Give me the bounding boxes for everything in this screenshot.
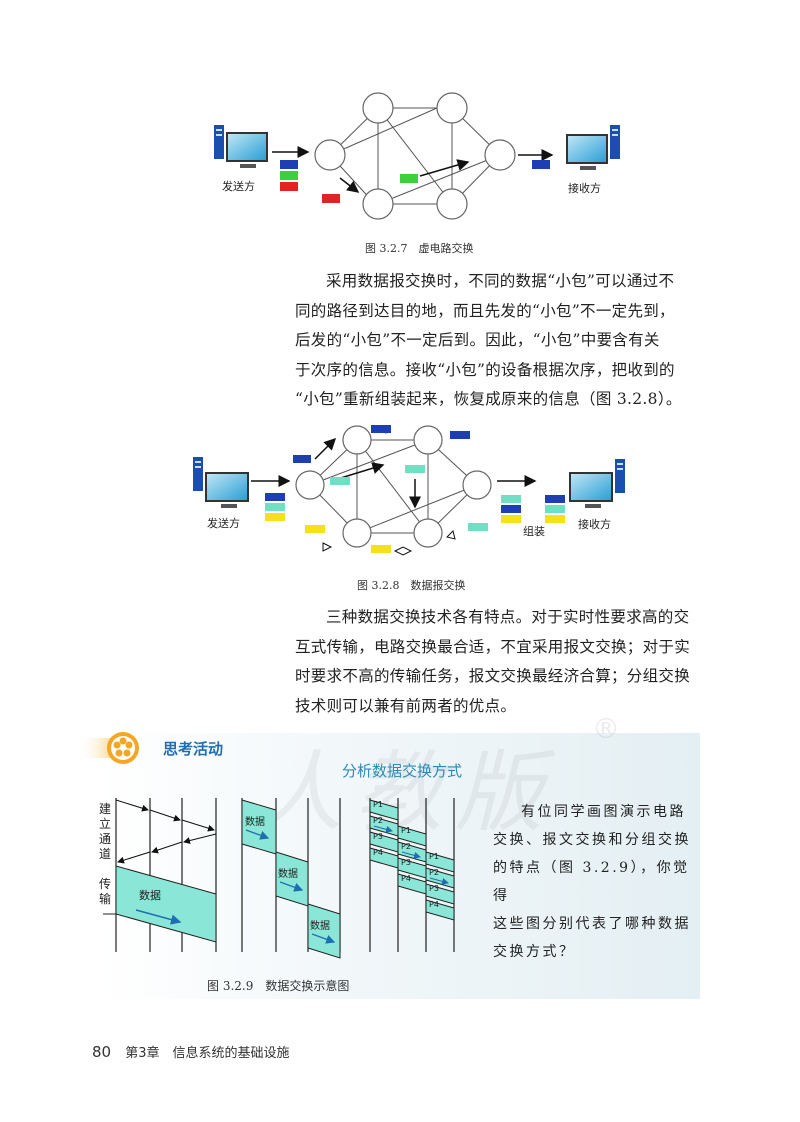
paragraph-line: 互式传输，电路交换最合适，不宜采用报文交换；对于实	[295, 637, 691, 656]
network-nodes	[295, 425, 492, 548]
paragraph-line: 同的路径到达目的地，而且先发的“小包”不一定先到，	[295, 301, 675, 320]
packet-label: P4	[373, 848, 383, 857]
receiver-computer-icon	[566, 125, 620, 170]
receiver-computer-icon	[569, 459, 625, 508]
paragraph-line: 后发的“小包”不一定后到。因此，“小包”中要含有关	[295, 331, 660, 349]
paragraph-line: 于次序的信息。接收“小包”的设备根据次序，把收到的	[295, 360, 675, 379]
question-line: 有位同学画图演示电路	[521, 804, 686, 820]
activity-subtitle: 分析数据交换方式	[342, 762, 463, 780]
packet-label: P2	[373, 816, 383, 825]
router-node	[342, 518, 372, 548]
packet-label: P2	[429, 868, 439, 877]
router-node	[484, 139, 516, 171]
question-line: 交换方式？	[493, 944, 576, 960]
label-char: 道	[99, 847, 112, 861]
chapter-title: 第3章 信息系统的基础设施	[125, 1046, 290, 1061]
figure-caption-327: 图 3.2.7 虚电路交换	[365, 242, 474, 255]
direction-arrows	[272, 146, 554, 193]
packets	[280, 160, 550, 203]
label-char: 立	[99, 817, 112, 831]
question-line: 交换、报文交换和分组交换	[493, 832, 691, 848]
router-node	[413, 425, 443, 455]
data-label: 数据	[278, 869, 298, 880]
activity-question: 有位同学画图演示电路 交换、报文交换和分组交换 的特点（图 3.2.9），你觉得…	[493, 798, 693, 966]
packet-label: P4	[401, 874, 411, 883]
receiver-label: 接收方	[568, 181, 601, 195]
registered-mark: ®	[592, 712, 620, 745]
assemble-label: 组装	[523, 524, 545, 538]
packet-label: P3	[373, 832, 383, 841]
label-char: 传	[99, 877, 112, 891]
packet-switching-panel	[369, 798, 455, 952]
packet-label: P1	[373, 800, 383, 809]
data-label: 数据	[245, 817, 265, 828]
router-node	[462, 470, 492, 500]
label-char: 建	[99, 802, 112, 816]
circuit-switching-panel	[103, 798, 217, 952]
data-label: 数据	[310, 921, 330, 932]
sender-computer-icon	[193, 457, 249, 508]
virtual-circuit-diagram: 发送方 接收方	[214, 92, 620, 220]
paragraph-line: 时要求不高的传输任务，报文交换最经济合算；分组交换	[295, 667, 691, 685]
packet-label: P1	[429, 852, 439, 861]
router-node	[436, 188, 468, 220]
receiver-label: 接收方	[578, 517, 611, 531]
network-links	[309, 439, 478, 534]
router-node	[342, 425, 372, 455]
packet-label: P4	[429, 900, 439, 909]
setup-channel-label: 建 立 通 道	[99, 802, 111, 862]
figure-caption-328: 图 3.2.8 数据报交换	[357, 579, 466, 592]
direction-arrows	[251, 437, 537, 509]
sender-computer-icon	[214, 125, 268, 168]
page-number: 80	[92, 1043, 112, 1061]
question-line: 的特点（图 3.2.9），你觉得	[493, 860, 690, 904]
router-node	[413, 518, 443, 548]
label-char: 通	[99, 832, 112, 846]
router-node	[362, 92, 394, 124]
sender-label: 发送方	[222, 179, 255, 193]
datagram-diagram: 发送方 组装 接收方	[193, 425, 625, 556]
question-line: 这些图分别代表了哪种数据	[493, 916, 691, 932]
paragraph-line: 采用数据报交换时，不同的数据“小包”可以通过不	[326, 272, 675, 290]
router-node	[362, 188, 394, 220]
packet-label: P3	[429, 884, 439, 893]
paragraph-datagram: 采用数据报交换时，不同的数据“小包”可以通过不 同的路径到达目的地，而且先发的“…	[295, 267, 707, 415]
packet-label: P2	[401, 842, 411, 851]
transmit-label: 传 输	[99, 877, 111, 907]
paragraph-line: “小包”重新组装起来，恢复成原来的信息（图 3.2.8）。	[295, 390, 682, 408]
activity-header-icon	[78, 732, 139, 764]
paragraph-comparison: 三种数据交换技术各有特点。对于实时性要求高的交 互式传输，电路交换最合适，不宜采…	[295, 603, 707, 721]
router-node	[436, 92, 468, 124]
message-switching-panel	[241, 798, 341, 959]
figure-caption-329: 图 3.2.9 数据交换示意图	[207, 979, 350, 993]
data-label: 数据	[139, 889, 161, 902]
label-char: 输	[99, 892, 112, 906]
router-node	[295, 470, 325, 500]
data-switching-schematic	[103, 798, 455, 959]
packets	[265, 425, 565, 553]
network-nodes	[314, 92, 516, 220]
sender-label: 发送方	[207, 516, 240, 530]
activity-heading: 思考活动	[163, 740, 224, 758]
router-node	[314, 139, 346, 171]
packet-label: P1	[401, 826, 411, 835]
paragraph-line: 三种数据交换技术各有特点。对于实时性要求高的交	[326, 608, 690, 626]
packet-label: P3	[401, 858, 411, 867]
paragraph-line: 技术则可以兼有前两者的优点。	[295, 696, 517, 715]
page-footer: 80 第3章 信息系统的基础设施	[92, 1042, 290, 1061]
